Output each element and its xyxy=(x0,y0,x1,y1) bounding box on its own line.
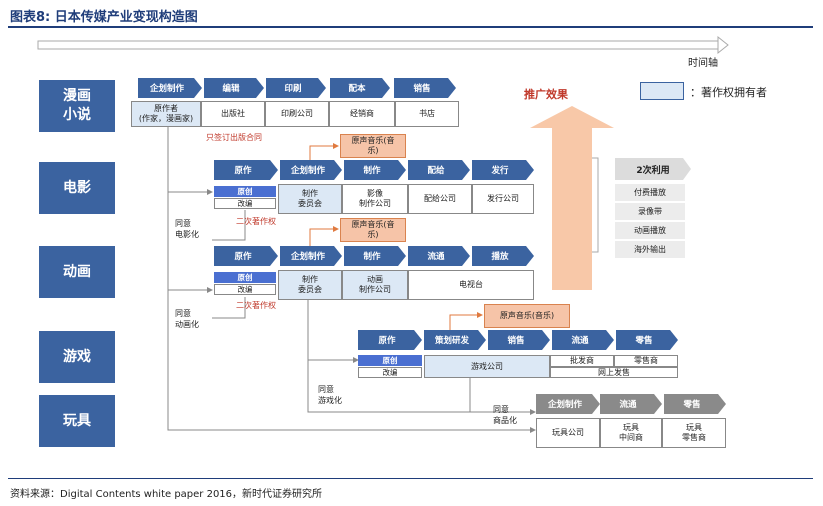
stage-game-original: 原作 xyxy=(358,330,422,350)
secondary-use-item: 付费播放 xyxy=(615,184,685,201)
stage-film-release: 发行 xyxy=(472,160,534,180)
stage-manga-printing: 印刷 xyxy=(266,78,326,98)
row-head-anime: 动画 xyxy=(39,246,115,298)
note-second-copyright-anime: 二次著作权 xyxy=(236,301,276,310)
stage-anime-broadcast: 播放 xyxy=(472,246,534,266)
note-second-copyright-film: 二次著作权 xyxy=(236,217,276,226)
stage-game-retail: 零售 xyxy=(616,330,678,350)
entity-film-release-company: 发行公司 xyxy=(472,184,534,214)
note-agree-anime: 同意 动画化 xyxy=(175,309,199,329)
stage-anime-planning: 企划制作 xyxy=(280,246,342,266)
stage-toy-retail: 零售 xyxy=(664,394,726,414)
entity-toy-retailer: 玩具 零售商 xyxy=(662,418,726,448)
note-publishing-contract: 只签订出版合同 xyxy=(206,133,262,142)
secondary-use-item: 海外输出 xyxy=(615,241,685,258)
stage-anime-production: 制作 xyxy=(344,246,406,266)
title-divider xyxy=(8,26,813,28)
secondary-use-item: 动画播放 xyxy=(615,222,685,239)
stage-manga-sales: 销售 xyxy=(394,78,456,98)
stage-manga-editing: 编辑 xyxy=(204,78,264,98)
tag-anime-original: 原创 xyxy=(214,272,276,283)
entity-film-production-company: 影像 制作公司 xyxy=(342,184,408,214)
legend-text: ：著作权拥有者 xyxy=(690,86,767,99)
stage-toy-circulation: 流通 xyxy=(600,394,662,414)
row-head-toy: 玩具 xyxy=(39,395,115,447)
stage-game-development: 策划研发 xyxy=(424,330,486,350)
entity-tv-station: 电视台 xyxy=(408,270,534,300)
entity-toy-wholesaler: 玩具 中间商 xyxy=(600,418,662,448)
stage-film-distribution: 配给 xyxy=(408,160,470,180)
entity-wholesaler: 批发商 xyxy=(550,355,614,367)
stage-anime-circulation: 流通 xyxy=(408,246,470,266)
stage-game-circulation: 流通 xyxy=(552,330,614,350)
secondary-use-head: 2次利用 xyxy=(615,158,691,180)
entity-publisher: 出版社 xyxy=(201,101,265,127)
entity-game-company: 游戏公司 xyxy=(424,355,550,378)
stage-film-planning: 企划制作 xyxy=(280,160,342,180)
timeline-arrow xyxy=(37,35,729,55)
footer-divider xyxy=(8,478,813,479)
row-head-film: 电影 xyxy=(39,162,115,214)
tag-film-original: 原创 xyxy=(214,186,276,197)
entity-online-sales: 网上发售 xyxy=(550,367,678,378)
entity-anime-production-company: 动画 制作公司 xyxy=(342,270,408,300)
row-head-manga: 漫画 小说 xyxy=(39,80,115,132)
entity-retailer: 零售商 xyxy=(614,355,678,367)
stage-film-production: 制作 xyxy=(344,160,406,180)
sub-anime-adaptation: 改编 xyxy=(214,284,276,295)
entity-anime-committee: 制作 委员会 xyxy=(278,270,342,300)
stage-manga-planning: 企划制作 xyxy=(138,78,202,98)
legend-swatch xyxy=(640,82,684,100)
music-box-game: 原声音乐(音乐) xyxy=(484,304,570,328)
entity-original-author: 原作者 (作家，漫画家) xyxy=(131,101,201,127)
music-box-anime: 原声音乐(音 乐) xyxy=(340,218,406,242)
promo-arrow xyxy=(530,106,614,290)
figure-title: 图表8: 日本传媒产业变现构造图 xyxy=(10,10,198,25)
note-agree-game: 同意 游戏化 xyxy=(318,385,342,405)
stage-manga-distribution: 配本 xyxy=(330,78,390,98)
row-head-game: 游戏 xyxy=(39,331,115,383)
stage-game-sales: 销售 xyxy=(488,330,550,350)
note-agree-goods: 同意 商品化 xyxy=(493,405,517,425)
entity-film-distributor: 配给公司 xyxy=(408,184,472,214)
entity-distributor: 经销商 xyxy=(329,101,395,127)
entity-film-committee: 制作 委员会 xyxy=(278,184,342,214)
source-note: 资料来源：Digital Contents white paper 2016，新… xyxy=(10,489,323,500)
entity-printing-company: 印刷公司 xyxy=(265,101,329,127)
sub-film-adaptation: 改编 xyxy=(214,198,276,209)
timeline-label: 时间轴 xyxy=(688,58,718,69)
stage-toy-planning: 企划制作 xyxy=(536,394,600,414)
music-box-film: 原声音乐(音 乐) xyxy=(340,134,406,158)
promo-effect-label: 推广效果 xyxy=(524,88,568,101)
stage-film-original: 原作 xyxy=(214,160,278,180)
entity-toy-company: 玩具公司 xyxy=(536,418,600,448)
note-agree-film: 同意 电影化 xyxy=(175,219,199,239)
sub-game-adaptation: 改编 xyxy=(358,367,422,378)
tag-game-original: 原创 xyxy=(358,355,422,366)
stage-anime-original: 原作 xyxy=(214,246,278,266)
entity-bookstore: 书店 xyxy=(395,101,459,127)
secondary-use-item: 录像带 xyxy=(615,203,685,220)
